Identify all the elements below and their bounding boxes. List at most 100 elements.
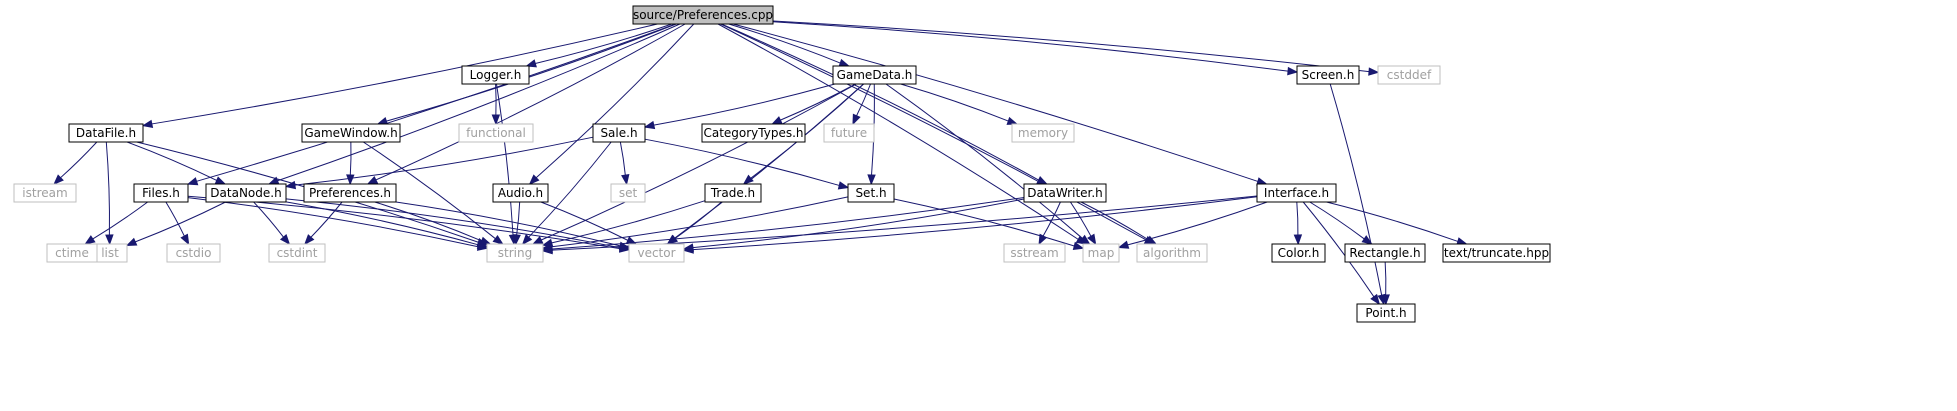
edge-arrowhead	[366, 175, 379, 185]
node-box	[1377, 65, 1441, 85]
node-box	[486, 243, 544, 263]
edge-arrowhead	[1293, 234, 1303, 246]
node-color-h[interactable]: Color.h	[1271, 243, 1326, 263]
node-truncate-hpp[interactable]: text/truncate.hpp	[1442, 243, 1551, 263]
node-cstdio: cstdio	[166, 243, 221, 263]
edge-interface_h-to-truncate_hpp	[1326, 201, 1468, 246]
node-label: Logger.h	[470, 68, 522, 82]
edge-line	[1080, 201, 1149, 241]
edge-arrowhead	[284, 180, 297, 190]
edge-sale_h-to-datanode_h	[284, 136, 594, 190]
node-rectangle-h[interactable]: Rectangle.h	[1344, 243, 1426, 263]
node-set-h[interactable]: Set.h	[847, 183, 895, 203]
edge-sale_h-to-set_h	[644, 138, 850, 190]
edge-arrowhead	[491, 114, 501, 126]
edge-rectangle_h-to-point_h	[1381, 261, 1390, 306]
edge-arrowhead	[180, 233, 190, 246]
node-label: GameData.h	[837, 68, 913, 82]
edge-line	[856, 83, 872, 116]
node-gamedata-h[interactable]: GameData.h	[832, 65, 917, 85]
node-box	[1442, 243, 1551, 263]
node-box	[592, 123, 646, 143]
edge-arrowhead	[643, 120, 656, 130]
edge-arrowhead	[1117, 240, 1130, 249]
node-box	[628, 243, 685, 263]
node-box	[1136, 243, 1208, 263]
edge-line	[310, 201, 343, 238]
node-files-h[interactable]: Files.h	[133, 183, 189, 203]
node-sale-h[interactable]: Sale.h	[592, 123, 646, 143]
node-box	[1296, 65, 1360, 85]
edge-datawriter_h-to-sstream	[1038, 201, 1061, 246]
edge-arrowhead	[304, 234, 315, 246]
edge-arrowhead	[531, 235, 544, 245]
edge-line	[893, 198, 1075, 247]
node-box	[268, 243, 326, 263]
edge-line	[386, 23, 677, 122]
node-datafile-h[interactable]: DataFile.h	[68, 123, 144, 143]
node-functional: functional	[458, 123, 534, 143]
node-label: Trade.h	[710, 186, 755, 200]
edge-line	[1302, 201, 1375, 298]
node-box	[1271, 243, 1326, 263]
edge-line	[674, 201, 722, 239]
edge-line	[717, 23, 1079, 240]
node-label: Rectangle.h	[1349, 246, 1420, 260]
edge-screen_h-to-point_h	[1329, 83, 1386, 306]
edge-interface_h-to-map	[1117, 201, 1268, 249]
edge-line	[541, 83, 857, 241]
node-point-h[interactable]: Point.h	[1356, 303, 1416, 323]
edge-line	[900, 83, 1009, 122]
node-box	[1003, 243, 1066, 263]
node-datawriter-h[interactable]: DataWriter.h	[1023, 183, 1107, 203]
node-categorytypes-h[interactable]: CategoryTypes.h	[701, 123, 806, 143]
node-label: set	[619, 186, 638, 200]
edge-line	[721, 23, 1039, 181]
node-label: Sale.h	[600, 126, 637, 140]
node-interface-h[interactable]: Interface.h	[1256, 183, 1337, 203]
node-set: set	[610, 183, 646, 203]
edge-line	[151, 23, 658, 125]
edge-arrowhead	[279, 234, 291, 246]
edge-arrowhead	[528, 174, 540, 185]
node-istream: istream	[13, 183, 77, 203]
edge-line	[285, 198, 621, 249]
edge-gamedata_h-to-memory	[900, 83, 1019, 125]
node-label: text/truncate.hpp	[1444, 246, 1549, 260]
edge-arrowhead	[1087, 233, 1097, 246]
node-label: vector	[637, 246, 675, 260]
node-box	[1256, 183, 1337, 203]
edge-line	[363, 141, 496, 240]
node-audio-h[interactable]: Audio.h	[492, 183, 549, 203]
node-trade-h[interactable]: Trade.h	[704, 183, 762, 203]
edge-preferences_cpp-to-screen_h	[772, 21, 1299, 76]
node-label: cstddef	[1387, 68, 1432, 82]
node-label: future	[831, 126, 867, 140]
edge-line	[395, 201, 621, 247]
edge-set_h-to-map	[893, 198, 1085, 251]
edge-arrowhead	[838, 58, 851, 67]
node-screen-h[interactable]: Screen.h	[1296, 65, 1360, 85]
node-label: Audio.h	[498, 186, 543, 200]
edge-line	[349, 141, 352, 176]
node-preferences-h[interactable]: Preferences.h	[303, 183, 397, 203]
edge-arrowhead	[541, 245, 553, 255]
edge-sale_h-to-string	[521, 141, 612, 246]
node-logger-h[interactable]: Logger.h	[461, 65, 530, 85]
edge-gamedata_h-to-map	[885, 83, 1091, 245]
edge-audio_h-to-string	[512, 201, 521, 246]
node-box	[68, 123, 144, 143]
node-string: string	[486, 243, 544, 263]
edge-arrowhead	[525, 59, 537, 68]
node-algorithm: algorithm	[1136, 243, 1208, 263]
edge-line	[165, 201, 185, 237]
node-label: list	[101, 246, 119, 260]
edge-line	[495, 83, 514, 236]
node-box	[133, 183, 189, 203]
node-gamewindow-h[interactable]: GameWindow.h	[301, 123, 401, 143]
edge-line	[1127, 201, 1268, 246]
edge-arrowhead	[346, 174, 355, 186]
node-preferences-cpp[interactable]: source/Preferences.cpp	[632, 5, 774, 25]
node-datanode-h[interactable]: DataNode.h	[205, 183, 287, 203]
edge-line	[644, 138, 840, 186]
